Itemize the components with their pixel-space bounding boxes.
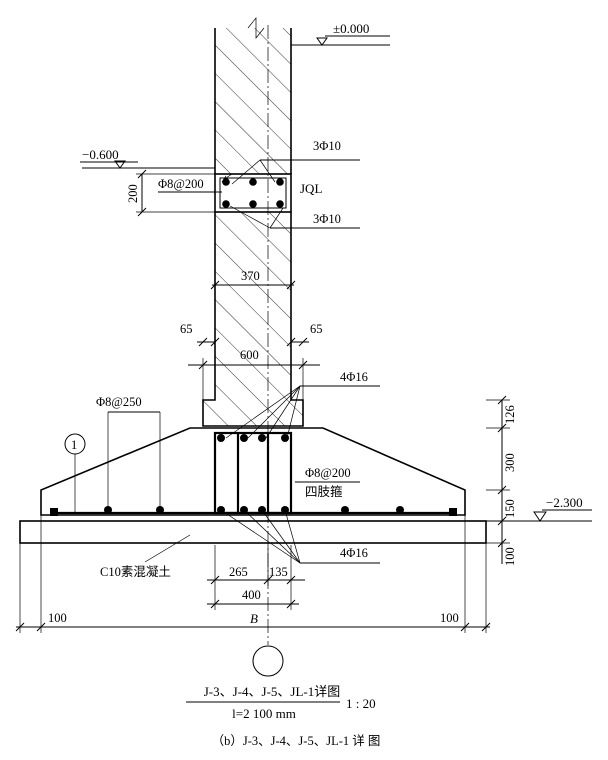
footing-stirrup-type: 四肢箍 <box>305 484 343 499</box>
height-dim-100: 100 <box>503 547 517 566</box>
dim-edge-left: 100 <box>48 611 67 625</box>
beam-name: JQL <box>300 181 322 196</box>
caption-scale: 1 : 20 <box>346 696 376 711</box>
elevation-ground-text: −0.600 <box>82 147 119 162</box>
height-dim-300: 300 <box>503 453 517 472</box>
beam-callouts: 3Φ10 3Φ10 Φ8@200 JQL 200 <box>126 139 360 229</box>
dim-400: 400 <box>242 588 261 602</box>
dim-265: 265 <box>229 565 248 579</box>
footing-bottom-bars: Φ8@250 <box>96 395 142 409</box>
elevation-top-text: ±0.000 <box>333 21 369 36</box>
beam-top-bars: 3Φ10 <box>313 139 341 153</box>
wall-footing-width-dim: 600 <box>240 348 259 362</box>
plain-concrete-cushion <box>19 520 487 544</box>
elevation-top: ±0.000 <box>291 21 390 46</box>
beam-height-dim: 200 <box>126 184 140 203</box>
height-dim-150: 150 <box>503 499 517 518</box>
axis-marker <box>252 25 284 677</box>
footing-height-dims: 126 300 150 100 <box>486 395 517 566</box>
cushion-label: C10素混凝土 <box>100 564 171 579</box>
brick-wall <box>202 17 304 427</box>
footing-bar-mark: 1 <box>71 438 77 452</box>
height-dim-126: 126 <box>503 405 517 424</box>
strip-footing <box>40 427 466 516</box>
caption-length: l=2 100 mm <box>232 706 296 721</box>
footing-column-bars: 4Φ16 <box>340 370 368 384</box>
footing-bottom-dims: 265 135 400 100 100 B <box>15 515 491 633</box>
dim-135: 135 <box>269 565 288 579</box>
drawing-caption: J-3、J-4、J-5、JL-1详图 l=2 100 mm 1 : 20 （b）… <box>186 684 380 748</box>
elevation-ground: −0.600 <box>80 147 215 169</box>
caption-sub: （b）J-3、J-4、J-5、JL-1 详 图 <box>212 733 381 748</box>
beam-stirrups: Φ8@200 <box>158 177 204 191</box>
footing-stirrups: Φ8@200 <box>305 466 351 480</box>
wall-width-dim: 370 <box>241 269 260 283</box>
footing-column-bars-lower: 4Φ16 <box>340 546 368 560</box>
caption-title: J-3、J-4、J-5、JL-1详图 <box>204 684 341 699</box>
wall-dimensions: 370 65 65 600 <box>180 269 323 400</box>
footing-callouts: 4Φ16 Φ8@200 四肢箍 4Φ16 Φ8@250 1 C10素混凝土 <box>64 370 380 579</box>
elevation-bottom-text: −2.300 <box>546 495 583 510</box>
ground-beam-jql <box>214 173 292 213</box>
wall-offset-right: 65 <box>310 322 323 336</box>
wall-offset-left: 65 <box>180 322 193 336</box>
beam-bottom-bars: 3Φ10 <box>313 212 341 226</box>
width-symbol: B <box>250 611 258 626</box>
dim-edge-right: 100 <box>440 611 459 625</box>
